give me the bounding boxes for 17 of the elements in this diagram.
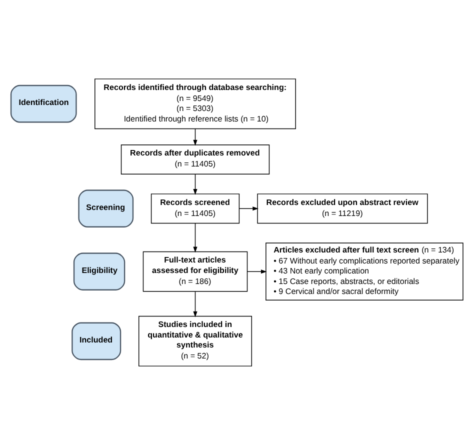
node-box: Records after duplicates removed (n = 11405) — [120, 144, 270, 175]
arrow — [247, 270, 267, 274]
arrow — [238, 206, 258, 211]
arrow — [193, 128, 198, 146]
node-box: Records identified through database searching: (n = 9549) (n = 5303) Identified through reference lists (n = 10) — [94, 78, 296, 130]
arrow — [193, 222, 198, 253]
node-box: Eligibility — [73, 252, 126, 290]
node-box: Full-text articles assessed for eligibility (n = 186) — [142, 251, 248, 292]
node-box: Screening — [78, 190, 134, 228]
node-box: Included — [72, 322, 122, 360]
arrow — [193, 174, 198, 195]
node-box: Records excluded upon abstract review (n = 11219) — [257, 194, 428, 224]
node-box: Articles excluded after full text screen (n = 134) • 67 Without early complications reported separately • 43 Not early complication • 15 Case reports, abstracts, or editorials • 9 Cervical and/or sacral deformity — [266, 242, 464, 301]
node-box: Records screened (n = 11405) — [150, 194, 240, 224]
node-box: Studies included in quantitative & qualitative synthesis (n = 52) — [138, 316, 252, 366]
node-box: Identification — [10, 84, 77, 123]
arrow — [193, 291, 198, 318]
